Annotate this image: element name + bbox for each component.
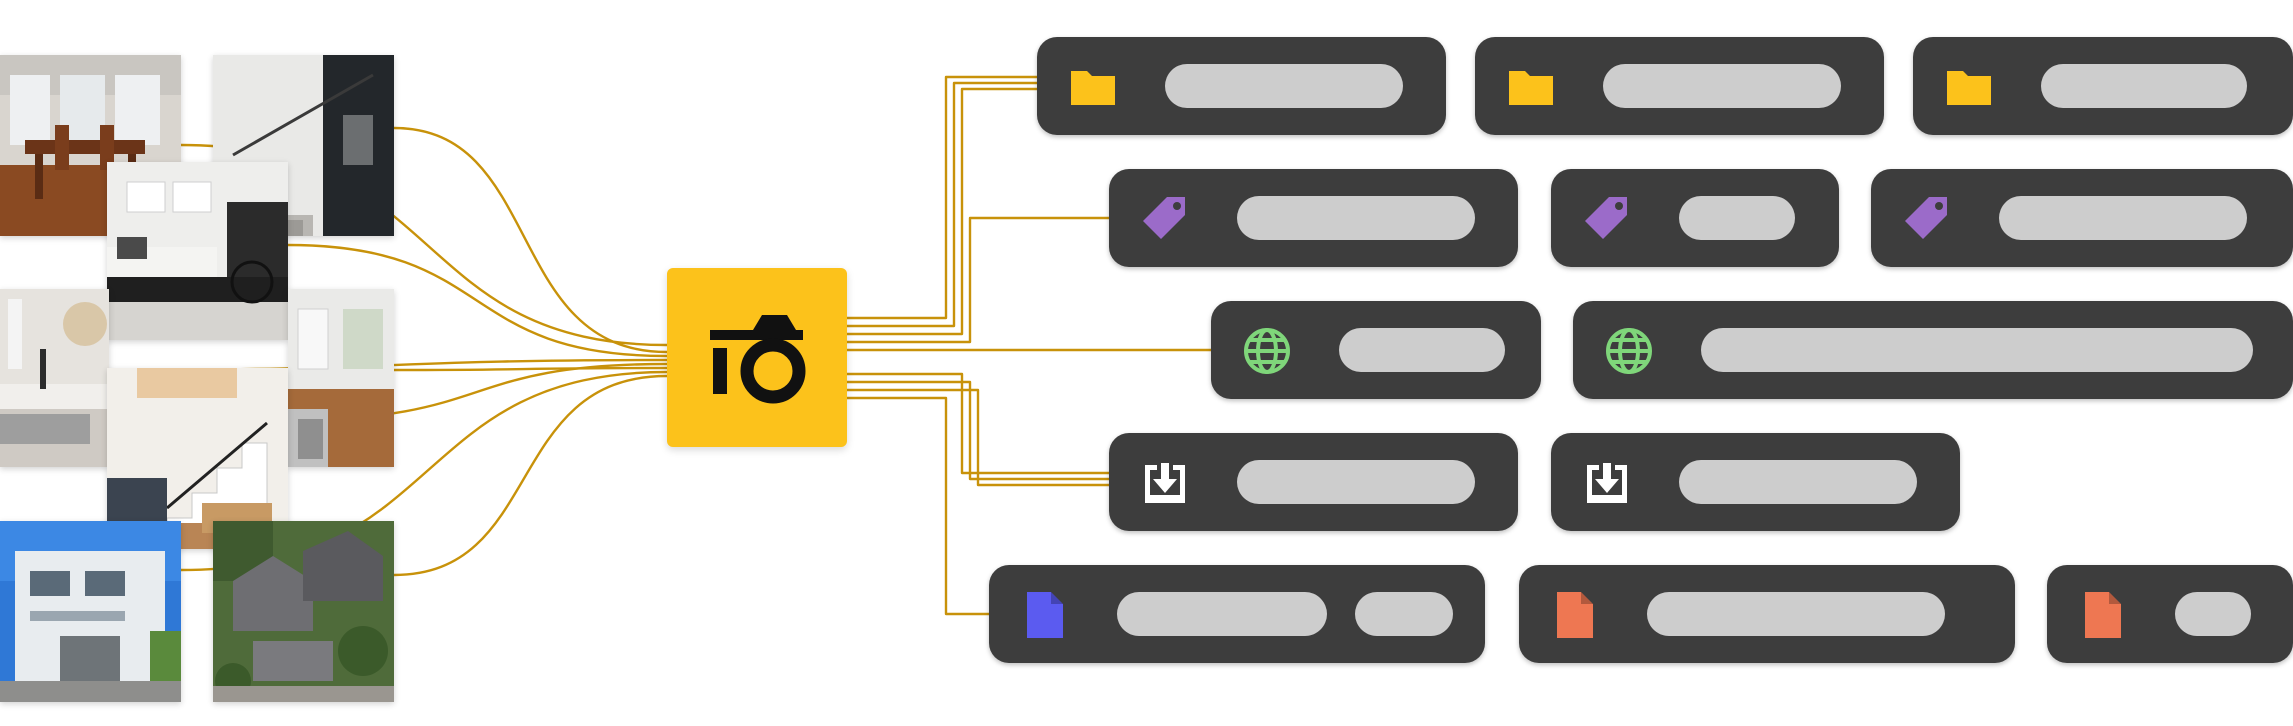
photo-interior-floor xyxy=(288,289,394,467)
card-download xyxy=(1109,433,1518,531)
placeholder-pill xyxy=(1117,592,1327,636)
placeholder-pill xyxy=(1165,64,1403,108)
photo-bedroom xyxy=(0,289,109,467)
placeholder-pill xyxy=(1237,196,1475,240)
placeholder-pill xyxy=(2041,64,2247,108)
folder-icon xyxy=(1505,61,1557,113)
file-icon xyxy=(1019,589,1071,641)
card-link xyxy=(847,87,1037,336)
photo-dining-room xyxy=(0,55,181,236)
card-folder xyxy=(1913,37,2293,135)
card-link xyxy=(847,75,1037,320)
card-tag xyxy=(1109,169,1518,267)
tag-icon xyxy=(1901,193,1953,245)
download-icon xyxy=(1139,457,1191,509)
placeholder-pill xyxy=(1999,196,2247,240)
photo-link-staircase xyxy=(392,126,669,354)
placeholder-pill xyxy=(2175,592,2251,636)
photo-link-loft-staircase xyxy=(392,366,669,372)
card-file xyxy=(2047,565,2293,663)
folder-icon xyxy=(1067,61,1119,113)
placeholder-pill xyxy=(1237,460,1475,504)
photo-aerial-houses xyxy=(213,521,394,702)
card-file xyxy=(1519,565,2015,663)
tag-icon xyxy=(1139,193,1191,245)
placeholder-pill xyxy=(1647,592,1945,636)
file-icon xyxy=(1549,589,1601,641)
card-globe xyxy=(1211,301,1541,399)
photo-link-aerial-houses xyxy=(392,374,669,577)
card-link xyxy=(847,388,1109,487)
placeholder-pill xyxy=(1679,196,1795,240)
placeholder-pill xyxy=(1339,328,1505,372)
placeholder-pill xyxy=(1603,64,1841,108)
card-link xyxy=(847,216,1109,344)
placeholder-pill xyxy=(1679,460,1917,504)
download-icon xyxy=(1581,457,1633,509)
globe-icon xyxy=(1241,325,1293,377)
card-tag xyxy=(1871,169,2293,267)
globe-icon xyxy=(1603,325,1655,377)
card-link xyxy=(847,372,1109,475)
photo-modern-building xyxy=(0,521,181,702)
camera-io-logo-icon xyxy=(710,315,806,404)
placeholder-pill xyxy=(1701,328,2253,372)
photo-living-room xyxy=(107,162,288,340)
card-link xyxy=(847,380,1109,481)
card-globe xyxy=(1573,301,2293,399)
card-folder xyxy=(1037,37,1446,135)
card-folder xyxy=(1475,37,1884,135)
hub-logo xyxy=(667,268,847,447)
card-link xyxy=(847,81,1037,328)
photo-link-living-room xyxy=(286,243,669,358)
placeholder-pill xyxy=(1355,592,1453,636)
file-icon xyxy=(2077,589,2129,641)
tag-icon xyxy=(1581,193,1633,245)
card-tag xyxy=(1551,169,1839,267)
card-download xyxy=(1551,433,1960,531)
card-link xyxy=(847,396,989,616)
folder-icon xyxy=(1943,61,1995,113)
card-file xyxy=(989,565,1485,663)
